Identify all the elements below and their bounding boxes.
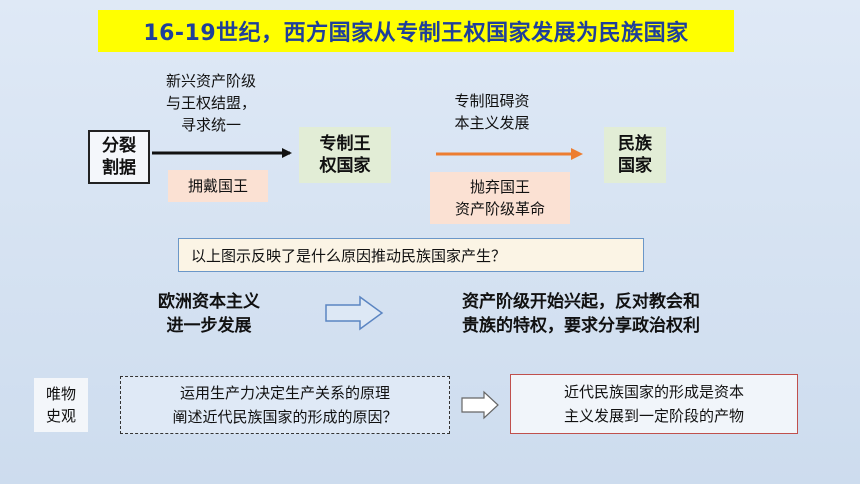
- split-line-2: 割据: [102, 158, 136, 178]
- nation-line-1: 民族: [618, 134, 652, 154]
- alliance-line-2: 与王权结盟，: [165, 94, 256, 112]
- bottom-question-line-1: 运用生产力决定生产关系的原理: [179, 384, 390, 402]
- alliance-line-3: 寻求统一: [180, 116, 241, 134]
- materialism-line-1: 唯物: [45, 385, 76, 403]
- materialism-box: 唯物 史观: [34, 378, 88, 432]
- cause-line-2: 进一步发展: [166, 316, 252, 336]
- support-king-text: 拥戴国王: [187, 177, 248, 195]
- support-king-box: 拥戴国王: [168, 170, 268, 202]
- absolute-state-box: 专制王 权国家: [299, 127, 391, 183]
- title-text: 16-19世纪，西方国家从专制王权国家发展为民族国家: [143, 21, 689, 46]
- title-banner: 16-19世纪，西方国家从专制王权国家发展为民族国家: [98, 10, 734, 52]
- question-text: 以上图示反映了是什么原因推动民族国家产生？: [191, 246, 507, 265]
- alliance-line-1: 新兴资产阶级: [165, 72, 256, 90]
- effect-line-1: 资产阶级开始兴起，反对教会和: [462, 292, 700, 312]
- nation-state-box: 民族 国家: [604, 127, 666, 183]
- conclusion-box: 近代民族国家的形成是资本 主义发展到一定阶段的产物: [510, 374, 798, 434]
- abandon-line-2: 资产阶级革命: [454, 200, 545, 218]
- question-box: 以上图示反映了是什么原因推动民族国家产生？: [178, 238, 644, 272]
- obstruct-note: 专制阻碍资 本主义发展: [432, 90, 552, 134]
- materialism-line-2: 史观: [45, 407, 76, 425]
- conclusion-line-1: 近代民族国家的形成是资本: [563, 383, 744, 401]
- obstruct-line-1: 专制阻碍资: [454, 92, 530, 110]
- cause-text: 欧洲资本主义 进一步发展: [128, 290, 290, 338]
- effect-text: 资产阶级开始兴起，反对教会和 贵族的特权，要求分享政治权利: [422, 290, 740, 338]
- abandon-box: 抛弃国王 资产阶级革命: [430, 172, 570, 224]
- bottom-question-line-2: 阐述近代民族国家的形成的原因？: [172, 408, 398, 426]
- conclusion-line-2: 主义发展到一定阶段的产物: [563, 407, 744, 425]
- absolute-line-1: 专制王: [319, 134, 371, 154]
- hollow-arrow-cause-to-effect: [325, 295, 384, 331]
- effect-line-2: 贵族的特权，要求分享政治权利: [462, 316, 700, 336]
- alliance-note: 新兴资产阶级 与王权结盟， 寻求统一: [138, 70, 284, 136]
- obstruct-line-2: 本主义发展: [454, 114, 530, 132]
- absolute-line-2: 权国家: [319, 156, 371, 176]
- cause-line-1: 欧洲资本主义: [158, 292, 260, 312]
- bottom-question-box: 运用生产力决定生产关系的原理 阐述近代民族国家的形成的原因？: [120, 376, 450, 434]
- abandon-line-1: 抛弃国王: [469, 178, 530, 196]
- split-line-1: 分裂: [102, 136, 136, 156]
- split-box: 分裂 割据: [88, 130, 150, 184]
- hollow-arrow-question-to-conclusion: [461, 390, 499, 420]
- nation-line-2: 国家: [618, 156, 652, 176]
